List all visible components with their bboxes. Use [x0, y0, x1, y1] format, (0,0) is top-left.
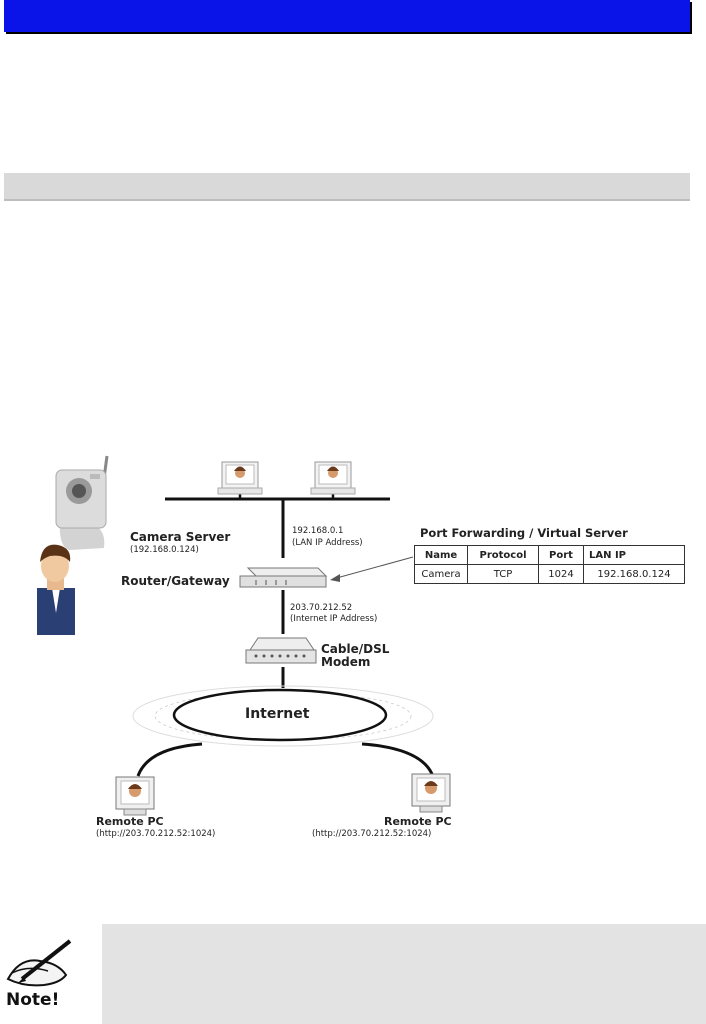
table-arrow-line: [332, 556, 414, 580]
note-pencil-icon: [6, 939, 72, 987]
internet-label: Internet: [245, 706, 310, 722]
title-bar: [4, 0, 690, 32]
modem-label-line2: Modem: [321, 655, 371, 669]
table-arrow-head: [330, 574, 340, 582]
camera-icon: [55, 455, 109, 550]
modem-label-line1: Cable/DSL: [321, 642, 390, 656]
remote-pc-right-label: Remote PC: [384, 815, 452, 828]
remote-pc-right-url: (http://203.70.212.52:1024): [312, 829, 432, 839]
internet-ip-caption: (Internet IP Address): [290, 614, 378, 624]
cell-name: Camera: [414, 564, 468, 584]
header-lan-ip: LAN IP: [583, 545, 685, 565]
section-bar: [4, 173, 690, 199]
cell-lan-ip: 192.168.0.124: [583, 564, 685, 584]
lan-pc-left-icon: [217, 461, 263, 495]
lan-pc-right-icon: [310, 461, 356, 495]
port-forwarding-table: Name Protocol Port LAN IP Camera TCP 102…: [414, 545, 685, 584]
header-name: Name: [414, 545, 468, 565]
camera-server-label: Camera Server: [130, 530, 231, 544]
header-port: Port: [538, 545, 584, 565]
note-box: [102, 924, 706, 1024]
table-header-row: Name Protocol Port LAN IP: [414, 545, 685, 565]
table-row: Camera TCP 1024 192.168.0.124: [414, 564, 685, 584]
router-icon: [239, 567, 328, 588]
note-label: Note!: [6, 990, 60, 1010]
internet-to-remote-right-line: [361, 742, 434, 775]
network-diagram: Camera Server (192.168.0.124) 192.168.0.…: [0, 448, 706, 868]
user-person-icon: [37, 544, 75, 635]
internet-to-remote-left-line: [136, 742, 203, 777]
lan-ip-value: 192.168.0.1: [292, 526, 344, 536]
router-gateway-label: Router/Gateway: [121, 574, 230, 588]
internet-ip-value: 203.70.212.52: [290, 603, 353, 613]
remote-pc-left-label: Remote PC: [96, 815, 164, 828]
network-diagram-graphics: [37, 455, 451, 816]
modem-icon: [245, 637, 317, 664]
remote-pc-left-url: (http://203.70.212.52:1024): [96, 829, 216, 839]
lan-ip-caption: (LAN IP Address): [292, 538, 363, 548]
cell-protocol: TCP: [467, 564, 539, 584]
internet-cloud: [132, 685, 434, 747]
header-protocol: Protocol: [467, 545, 539, 565]
camera-server-ip: (192.168.0.124): [130, 545, 199, 555]
remote-pc-left-icon: [115, 776, 155, 816]
cell-port: 1024: [538, 564, 584, 584]
remote-pc-right-icon: [411, 773, 451, 813]
port-forwarding-title: Port Forwarding / Virtual Server: [420, 526, 628, 540]
